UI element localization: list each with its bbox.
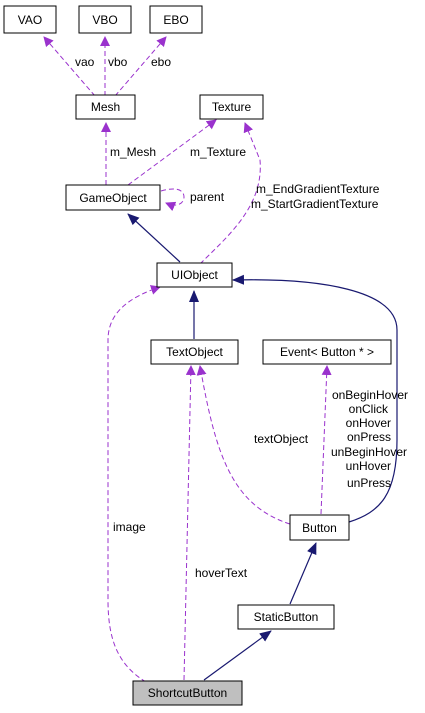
node-texture[interactable]: Texture: [199, 94, 264, 120]
label-vao: vao: [75, 55, 95, 69]
node-ebo-label: EBO: [163, 13, 188, 27]
node-textobject[interactable]: TextObject: [150, 339, 239, 365]
node-staticbutton[interactable]: StaticButton: [237, 604, 335, 630]
edge-staticbutton-button: [289, 542, 317, 605]
label-m-texture: m_Texture: [190, 145, 246, 159]
edge-uiobject-texture: [199, 122, 261, 265]
edge-shortcut-textobject: [183, 365, 196, 681]
node-staticbutton-label: StaticButton: [254, 610, 319, 624]
node-shortcutbutton-label: ShortcutButton: [148, 686, 227, 700]
node-button-label: Button: [302, 521, 337, 535]
label-on-hover: onHover: [346, 416, 391, 430]
node-vbo[interactable]: VBO: [78, 5, 132, 34]
label-hovertext: hoverText: [195, 566, 248, 580]
label-un-hover: unHover: [346, 459, 391, 473]
node-vao[interactable]: VAO: [3, 5, 57, 34]
edge-button-uiobject: [232, 274, 398, 523]
node-texture-label: Texture: [212, 100, 252, 114]
node-gameobject[interactable]: GameObject: [65, 184, 161, 211]
edge-gameobject-texture: [127, 119, 217, 186]
label-image: image: [113, 520, 146, 534]
edge-mesh-ebo: [114, 36, 167, 97]
label-on-begin-hover: onBeginHover: [332, 388, 408, 402]
node-vbo-label: VBO: [92, 13, 117, 27]
node-gameobject-label: GameObject: [79, 191, 147, 205]
edge-gameobject-parent: [160, 188, 185, 212]
label-parent: parent: [190, 190, 225, 204]
label-un-press: unPress: [347, 476, 391, 490]
label-start-gradient: m_StartGradientTexture: [251, 197, 379, 211]
label-m-mesh: m_Mesh: [110, 145, 156, 159]
label-textobject: textObject: [254, 432, 309, 446]
edge-shortcut-staticbutton: [203, 630, 272, 681]
label-on-click: onClick: [349, 402, 389, 416]
node-event-label: Event< Button * >: [280, 345, 374, 359]
node-mesh-label: Mesh: [91, 100, 120, 114]
node-shortcutbutton[interactable]: ShortcutButton: [132, 680, 243, 706]
node-uiobject-label: UIObject: [171, 268, 218, 282]
label-on-press: onPress: [347, 430, 391, 444]
edge-shortcut-uiobject: [107, 285, 161, 683]
edge-uiobject-gameobject: [127, 213, 181, 263]
node-event[interactable]: Event< Button * >: [262, 339, 392, 365]
edge-button-event: [320, 365, 332, 515]
node-ebo[interactable]: EBO: [149, 5, 203, 34]
edge-button-textobject: [196, 365, 291, 525]
node-textobject-label: TextObject: [166, 345, 223, 359]
label-un-begin-hover: unBeginHover: [331, 445, 407, 459]
node-mesh[interactable]: Mesh: [75, 94, 136, 120]
node-button[interactable]: Button: [289, 514, 350, 541]
label-ebo: ebo: [151, 55, 171, 69]
label-vbo: vbo: [108, 55, 128, 69]
node-uiobject[interactable]: UIObject: [156, 262, 233, 288]
edge-mesh-vao: [43, 36, 96, 97]
label-end-gradient: m_EndGradientTexture: [256, 182, 380, 196]
node-vao-label: VAO: [18, 13, 42, 27]
